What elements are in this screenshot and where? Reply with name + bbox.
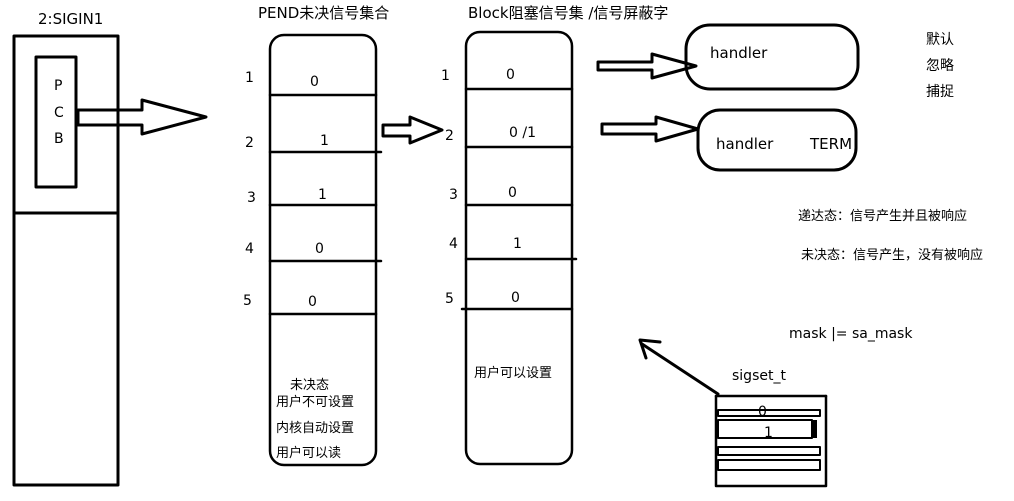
- pend-row-number: 5: [243, 293, 252, 309]
- sigset-bit-value: 1: [764, 425, 773, 441]
- pcb-title: 2:SIGIN1: [38, 10, 103, 28]
- handler1-label: handler: [710, 44, 768, 62]
- block-note: 用户可以设置: [474, 365, 552, 381]
- mask-formula: mask |= sa_mask: [789, 326, 913, 342]
- pend-bit-value: 1: [318, 187, 327, 203]
- pend-row-number: 4: [245, 241, 254, 257]
- handler2-term: TERM: [809, 135, 852, 153]
- pend-bit-value: 1: [320, 133, 329, 149]
- arrow-block-to-handler1: [596, 52, 698, 80]
- pend-column: [268, 33, 378, 467]
- sigset-row: [717, 459, 821, 471]
- state-delivered: 递达态：信号产生并且被响应: [798, 208, 967, 224]
- pcb-letter-p: P: [54, 78, 62, 94]
- handler2-box: [696, 108, 858, 172]
- sigset-title: sigset_t: [732, 368, 786, 384]
- pcb-letter-c: C: [54, 105, 64, 121]
- pend-note: 内核自动设置: [276, 420, 354, 436]
- pend-title: PEND未决信号集合: [258, 4, 389, 22]
- sigset-row-mark: [811, 420, 817, 438]
- pcb-box: [34, 55, 78, 189]
- pend-note: 用户可以读: [276, 445, 341, 461]
- pcb-letter-b: B: [54, 131, 64, 147]
- pend-row-number: 1: [245, 70, 254, 86]
- block-row-number: 5: [445, 291, 454, 307]
- block-bit-value: 0: [506, 67, 515, 83]
- handler2-label: handler: [716, 135, 774, 153]
- block-row-number: 2: [445, 128, 454, 144]
- sigset-row: [717, 409, 821, 417]
- block-bit-value: 1: [513, 236, 522, 252]
- sigset-box: [714, 394, 828, 488]
- action-catch: 捕捉: [926, 84, 954, 100]
- block-row-number: 1: [441, 68, 450, 84]
- pend-bit-value: 0: [310, 74, 319, 90]
- block-title: Block阻塞信号集 /信号屏蔽字: [468, 4, 668, 22]
- sigset-row: [717, 446, 821, 456]
- pend-note: 未决态: [290, 378, 329, 393]
- action-ignore: 忽略: [926, 58, 954, 74]
- arrow-block-to-handler2: [600, 115, 700, 143]
- arrow-pcb-to-pend: [76, 98, 208, 136]
- pend-note: 用户不可设置: [276, 394, 354, 410]
- arrow-sigset-head: [638, 338, 662, 360]
- block-row-number: 3: [449, 187, 458, 203]
- handler1-box: [684, 23, 860, 91]
- state-pending: 未决态：信号产生，没有被响应: [801, 247, 983, 263]
- block-bit-value: 0 /1: [509, 125, 536, 141]
- pend-bit-value: 0: [315, 241, 324, 257]
- block-row-number: 4: [449, 236, 458, 252]
- sigset-bit-value: 0: [758, 404, 767, 420]
- action-default: 默认: [926, 32, 954, 48]
- block-column: [464, 30, 574, 466]
- block-bit-value: 0: [508, 185, 517, 201]
- pend-row-number: 3: [247, 190, 256, 206]
- block-bit-value: 0: [511, 290, 520, 306]
- arrow-pend-to-block: [381, 115, 444, 145]
- pend-bit-value: 0: [308, 294, 317, 310]
- process-block: [12, 34, 120, 487]
- pend-row-number: 2: [245, 135, 254, 151]
- arrow-sigset-to-block: [640, 342, 720, 396]
